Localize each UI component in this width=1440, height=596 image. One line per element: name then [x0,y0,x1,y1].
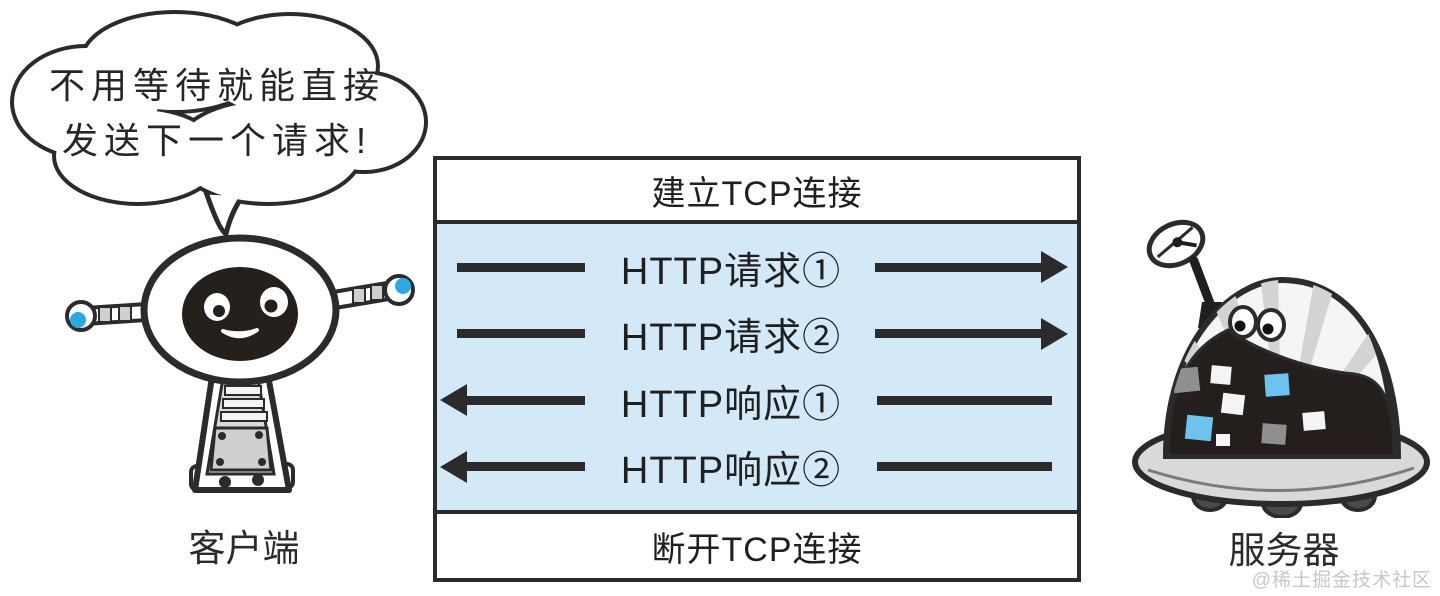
tcp-teardown-label: 断开TCP连接 [651,530,863,569]
client-label: 客户端 [188,528,300,569]
right-arrow-icon [875,317,1068,350]
message-row-request-2: HTTP请求② [437,306,1077,361]
message-label: HTTP响应② [620,450,842,493]
message-label: HTTP请求② [620,317,842,360]
speech-line-1: 不用等待就能直接 [48,65,385,106]
server-antenna-pole [1189,256,1216,311]
tcp-establish-label: 建立TCP连接 [651,174,863,213]
message-row-response-2: HTTP响应② [437,439,1077,494]
request-tail-bar [457,262,585,272]
response-tail-bar [877,462,1052,472]
message-row-request-1: HTTP请求① [437,240,1077,295]
tcp-establish-row: 建立TCP连接 [437,160,1077,224]
tcp-flow-box: 建立TCP连接 HTTP请求① HTTP请求② [433,156,1081,582]
request-tail-bar [457,329,585,339]
message-label: HTTP响应① [620,383,842,426]
server-antenna-dish [1146,219,1206,269]
speech-bubble: 不用等待就能直接 发送下一个请求! [0,0,438,242]
client-robot-mouth [221,328,259,339]
response-tail-bar [877,395,1052,405]
speech-bubble-cloud [10,10,428,237]
server-label: 服务器 [1228,530,1340,571]
speech-bubble-text: 不用等待就能直接 发送下一个请求! [28,58,406,168]
watermark: @稀土掘金技术社区 [1251,570,1432,591]
client-left-arm-blue-tip [70,312,86,328]
speech-bubble-tail [203,189,247,237]
pipeline-panel: HTTP请求① HTTP请求② HTTP响应① [437,224,1077,514]
server-robot-illustration [1132,219,1430,518]
left-arrow-icon [440,450,585,483]
client-robot-illustration [65,234,415,493]
message-label: HTTP请求① [620,250,842,293]
right-arrow-icon [875,251,1068,284]
left-arrow-icon [440,384,585,417]
message-row-response-1: HTTP响应① [437,373,1077,428]
tcp-teardown-row: 断开TCP连接 [437,514,1077,578]
speech-line-2: 发送下一个请求! [61,120,372,161]
client-right-arm-blue-tip [395,278,411,294]
